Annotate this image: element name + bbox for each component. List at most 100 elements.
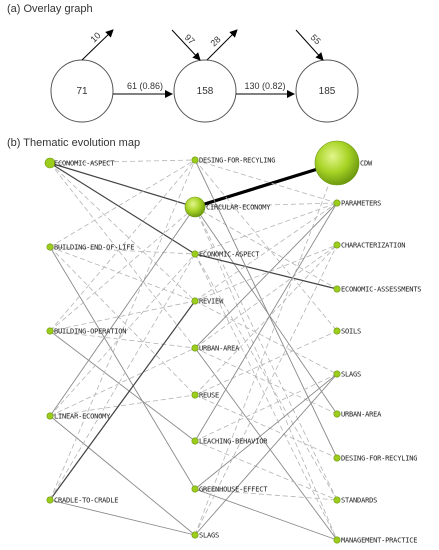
- evolution-edge: [194, 244, 338, 396]
- theme-node-economic-assessments: [333, 285, 341, 293]
- evolution-edge: [49, 300, 196, 501]
- theme-node-management-practice: [333, 536, 341, 544]
- theme-label-urban-area: URBAN-AREA: [341, 411, 382, 419]
- theme-node-building-end-of-life: [46, 243, 54, 251]
- overlay-circle-2-value: 158: [197, 86, 214, 97]
- theme-label-soils: SOILS: [341, 328, 361, 336]
- evolution-edge: [194, 300, 338, 375]
- evolution-edge: [194, 253, 338, 541]
- theme-label-slags: SLAGS: [341, 371, 361, 379]
- overlay-circle-1-value: 71: [76, 86, 88, 97]
- evolution-edge: [194, 488, 338, 541]
- evolution-edge: [49, 246, 196, 396]
- theme-node-greenhouse-effect: [191, 485, 199, 493]
- evolution-edge: [194, 206, 338, 501]
- evolution-edge: [49, 159, 196, 164]
- evolution-edge: [194, 202, 338, 255]
- evolution-edge: [194, 244, 338, 302]
- theme-node-urban-area: [191, 344, 199, 352]
- evolution-edge: [49, 162, 196, 255]
- theme-node-characterization: [333, 241, 341, 249]
- overlay-circle-2: [173, 59, 237, 123]
- evolution-edge: [194, 330, 338, 396]
- evolution-edge: [49, 330, 196, 442]
- theme-label-leaching-behavior: LEACHING-BEHAVIOR: [199, 438, 268, 446]
- evolution-edge: [194, 253, 338, 501]
- evolution-edge: [194, 206, 338, 415]
- overlay-circle-3-incoming-label: 55: [309, 32, 323, 46]
- evolution-edge: [194, 202, 338, 349]
- evolution-edge: [194, 162, 338, 536]
- overlay-circle-3: [295, 59, 359, 123]
- evolution-edge: [49, 347, 196, 417]
- overlay-circle-2-outgoing-arrow: [206, 29, 238, 61]
- evolution-edge: [194, 161, 338, 209]
- theme-node-leaching-behavior: [191, 437, 199, 445]
- theme-label-building-operation: BUILDING-OPERATION: [54, 328, 126, 336]
- theme-node-slags: [191, 531, 199, 539]
- overlay-graph: 71 158 185 61 (0.86) 130 (0.82) 10 97 28…: [50, 29, 359, 123]
- evolution-edge: [194, 373, 338, 536]
- theme-label-circular-economy: CIRCULAR-ECONOMY: [206, 204, 271, 212]
- evolution-edge: [49, 206, 196, 417]
- evolution-edge: [194, 159, 338, 332]
- evolution-edge: [49, 206, 196, 332]
- theme-node-standards: [333, 496, 341, 504]
- theme-label-desing-for-recyling: DESING-FOR-RECYLING: [341, 455, 417, 463]
- evolution-edge: [194, 206, 338, 290]
- overlay-circle-2-incoming-arrow: [171, 29, 201, 61]
- evolution-edge: [49, 246, 196, 302]
- evolution-edge: [49, 162, 196, 302]
- theme-label-greenhouse-effect: GREENHOUSE-EFFECT: [199, 486, 268, 494]
- evolution-edge: [194, 244, 338, 536]
- overlay-circle-3-incoming-arrow: [295, 29, 324, 61]
- evolution-edge: [49, 253, 196, 501]
- evolution-edge: [194, 394, 338, 459]
- theme-node-reuse: [191, 391, 199, 399]
- evolution-edge: [49, 246, 196, 490]
- theme-node-cdw: [314, 140, 360, 186]
- thematic-map-nodes: ECONOMIC-ASPECT BUILDING-END-OF-LIFE BUILD…: [44, 140, 421, 545]
- overlay-circle-3-value: 185: [319, 86, 336, 97]
- evolution-edge: [49, 159, 196, 332]
- theme-node-desing-for-recyling: [191, 156, 199, 164]
- overlay-link-1-label: 61 (0.86): [127, 81, 163, 91]
- theme-node-economic-aspect: [191, 250, 199, 258]
- theme-label-linear-economy: LINEAR-ECONOMY: [54, 413, 111, 421]
- theme-label-parameters: PARAMETERS: [341, 200, 381, 208]
- theme-label-desing-for-recyling: DESING-FOR-RECYLING: [199, 157, 275, 165]
- evolution-edge: [194, 373, 338, 442]
- theme-label-standards: STANDARDS: [341, 497, 377, 505]
- theme-node-circular-economy: [184, 196, 206, 218]
- theme-node-slags: [333, 370, 341, 378]
- evolution-edge: [49, 162, 196, 349]
- theme-node-urban-area: [333, 410, 341, 418]
- evolution-edge: [194, 253, 338, 290]
- evolution-edge: [194, 206, 338, 541]
- theme-node-parameters: [333, 199, 341, 207]
- theme-node-building-operation: [46, 327, 54, 335]
- evolution-edge: [194, 159, 338, 459]
- evolution-edge: [194, 347, 338, 415]
- evolution-edge: [194, 347, 338, 541]
- evolution-edge: [49, 330, 196, 349]
- theme-label-reuse: REUSE: [199, 392, 219, 400]
- theme-node-review: [191, 297, 199, 305]
- theme-label-urban-area: URBAN-AREA: [199, 345, 240, 353]
- evolution-edge: [49, 246, 196, 255]
- theme-node-soils: [333, 327, 341, 335]
- theme-node-desing-for-recyling: [333, 454, 341, 462]
- theme-label-building-end-of-life: BUILDING-END-OF-LIFE: [54, 244, 134, 252]
- evolution-edge: [194, 244, 338, 349]
- evolution-edge: [49, 159, 196, 501]
- evolution-edge: [49, 253, 196, 417]
- evolution-edge: [194, 159, 338, 204]
- theme-label-economic-aspect: ECONOMIC-ASPECT: [54, 160, 115, 168]
- evolution-edge: [49, 159, 196, 248]
- theme-label-cdw: CDW: [360, 160, 373, 168]
- theme-label-economic-aspect: ECONOMIC-ASPECT: [199, 251, 260, 259]
- evolution-edge: [49, 300, 196, 332]
- theme-label-slags: SLAGS: [199, 532, 219, 540]
- evolution-edge: [194, 202, 338, 302]
